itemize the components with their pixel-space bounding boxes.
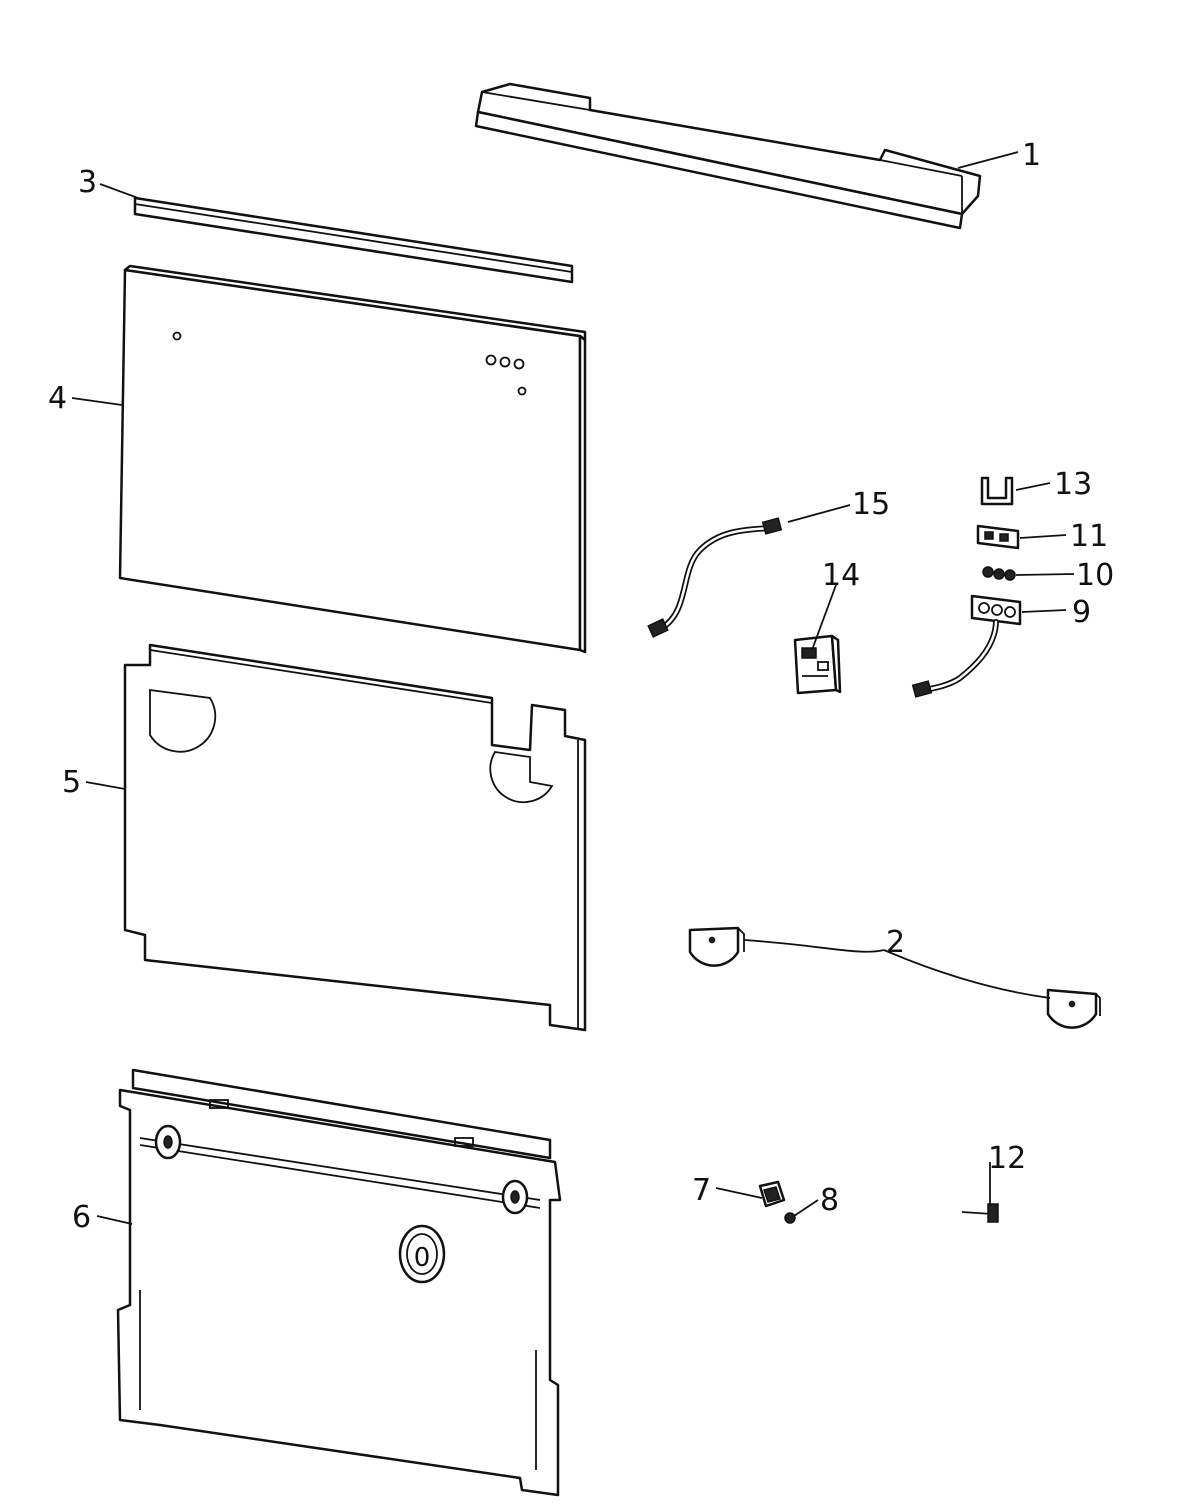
- callout-4: 4: [48, 381, 67, 416]
- part-7-block: [758, 1180, 786, 1208]
- part-12-pin: [961, 1203, 999, 1223]
- part-6-inner-liner: 0: [116, 1068, 562, 1497]
- callout-3: 3: [78, 165, 97, 200]
- part-2-end-caps: [688, 926, 1101, 1029]
- part-11-switch-plate: [976, 524, 1020, 550]
- callout-10: 10: [1076, 558, 1114, 593]
- door-logo-mark: 0: [414, 1243, 431, 1273]
- part-1-handle: [474, 82, 982, 230]
- callout-15: 15: [852, 487, 890, 522]
- part-14-control-module: [793, 634, 842, 695]
- leader-lines: [71, 151, 1075, 1225]
- callout-labels: 1 2 3 4 5 6 7 8 9 10 11 12 13 14 15: [48, 138, 1114, 1235]
- callout-1: 1: [1022, 138, 1041, 173]
- part-13-clip: [980, 476, 1014, 506]
- callout-6: 6: [72, 1200, 91, 1235]
- callout-11: 11: [1070, 519, 1108, 554]
- callout-7: 7: [692, 1173, 711, 1208]
- part-5-inner-panel: [123, 643, 587, 1032]
- part-10-buttons: [982, 566, 1016, 581]
- callout-2: 2: [886, 925, 905, 960]
- part-4-outer-panel: [118, 264, 587, 654]
- callout-5: 5: [62, 765, 81, 800]
- callout-8: 8: [820, 1183, 839, 1218]
- callout-12: 12: [988, 1141, 1026, 1176]
- part-9-switch-board: [911, 594, 1022, 698]
- callout-9: 9: [1072, 595, 1091, 630]
- part-8-screw: [784, 1212, 796, 1224]
- part-15-wire-harness: [647, 517, 783, 638]
- callout-14: 14: [822, 558, 860, 593]
- callout-13: 13: [1054, 467, 1092, 502]
- part-3-trim-strip: [133, 196, 574, 284]
